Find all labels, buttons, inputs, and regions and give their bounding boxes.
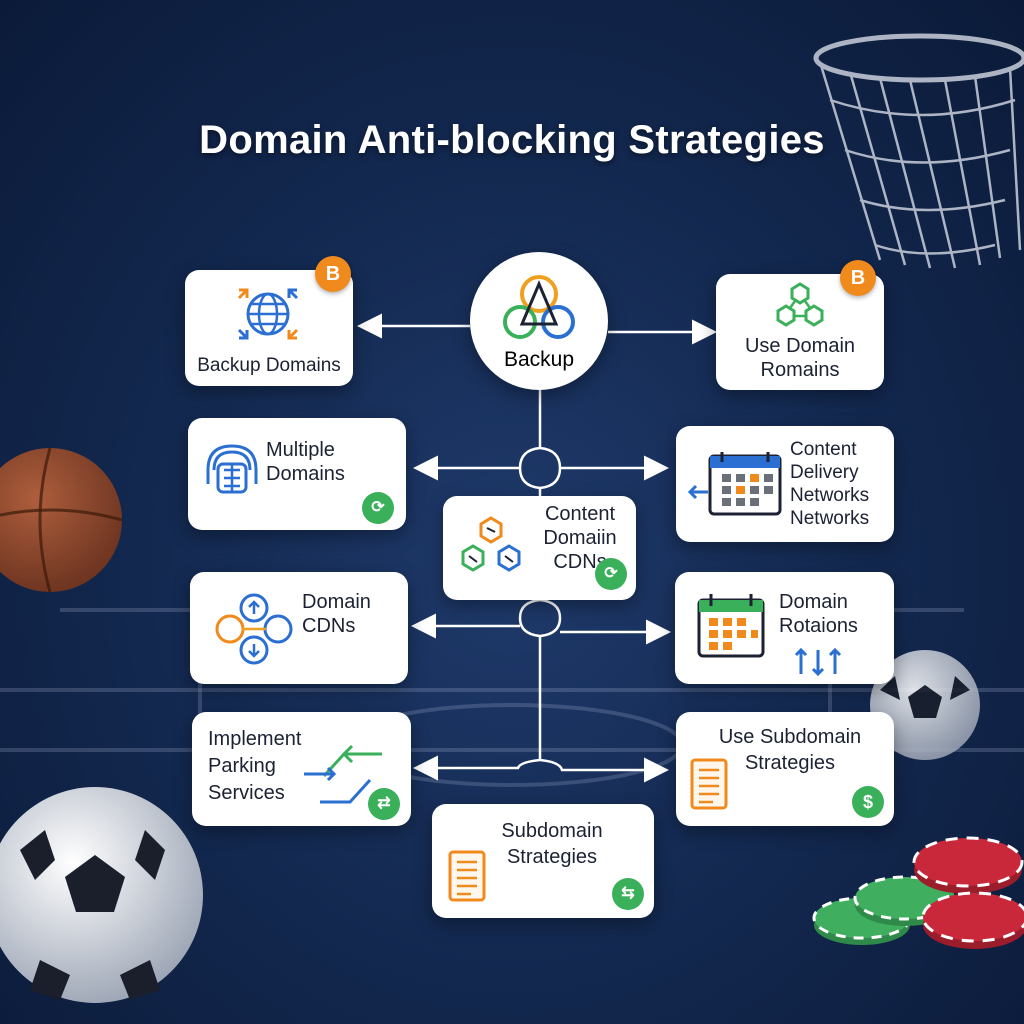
soccer-ball-small-icon [870,650,980,760]
calendar-icon [697,594,765,658]
b-badge: B [840,260,876,296]
routing-arrows-icon [304,744,382,804]
hexagon-cluster-icon [461,516,521,572]
dollar-icon: $ [852,786,884,818]
node-backup-domains[interactable]: Backup Domains B [185,256,353,386]
swap-arrows-icon [794,647,842,676]
node-content-domain-cdns[interactable]: Content Domaiin CDNs ⟳ [443,496,636,600]
node-use-domain-romains[interactable]: Use Domain Romains B [716,260,884,390]
node-label: Use Subdomain Strategies [718,726,862,774]
node-multiple-domains[interactable]: Multiple Domains ⟳ [188,418,406,530]
node-label: Multiple Domains [266,439,345,485]
hub-label: Backup [503,348,575,371]
shield-globe-icon [206,444,258,494]
node-label: Content Domaiin CDNs [543,503,617,573]
hexagon-network-icon [776,282,824,327]
arrows-network-icon [215,593,293,665]
node-label: Backup Domains [197,355,341,376]
node-implement-parking-services[interactable]: Implement Parking Services ⇄ [192,712,411,826]
soccer-ball-icon [0,787,203,1003]
globe-arrows-icon [237,288,299,340]
node-content-delivery-networks[interactable]: Content Delivery Networks Networks [676,426,894,542]
basketball-icon [0,447,123,593]
node-label: Use Domain Romains [744,335,856,381]
calendar-grid-icon [688,452,782,516]
hoop-icon [813,33,1024,269]
refresh-icon: ⟳ [595,558,627,590]
poker-chips-icon [812,836,1024,949]
b-badge: B [315,256,351,292]
triangle-nodes-icon [503,275,575,339]
node-use-subdomain-strategies[interactable]: Use Subdomain Strategies $ [676,712,894,826]
node-label: Implement Parking Services [208,728,302,804]
backup-hub[interactable]: Backup [470,252,608,390]
route-icon: ⇆ [612,878,644,910]
node-label: Content Delivery Networks Networks [790,439,870,529]
document-icon [448,850,486,902]
node-label: Domain CDNs [302,591,371,637]
page-title: Domain Anti-blocking Strategies [199,118,825,162]
refresh-icon: ⟳ [362,492,394,524]
node-domain-cdns[interactable]: Domain CDNs [190,572,408,684]
node-label: Subdomain Strategies [501,820,603,868]
node-label: Domain Rotaions [779,591,858,637]
route-icon: ⇄ [368,788,400,820]
node-domain-rotaions[interactable]: Domain Rotaions [675,572,894,684]
node-subdomain-strategies[interactable]: Subdomain Strategies ⇆ [432,804,654,918]
document-icon [690,758,728,810]
